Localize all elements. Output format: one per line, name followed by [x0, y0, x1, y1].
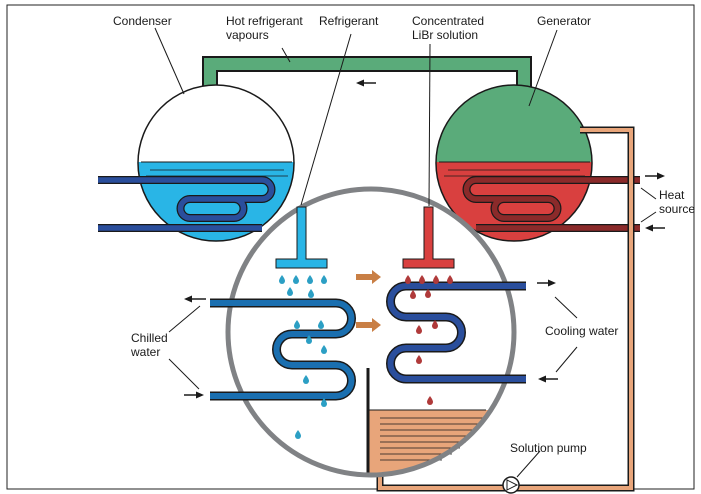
refrigerant-spray-header — [275, 206, 328, 269]
label-solution-pump: Solution pump — [510, 441, 587, 455]
label-cooling-water: Cooling water — [545, 324, 618, 338]
label-hot-refrigerant-line2: vapours — [226, 28, 269, 42]
label-concentrated-line1: Concentrated — [412, 14, 484, 28]
solution-pump — [502, 476, 520, 494]
label-heat-source-line2: source — [659, 202, 695, 216]
label-chilled-water-line2: water — [130, 345, 160, 359]
leader-lines — [154, 27, 657, 478]
diagram-frame — [6, 4, 695, 490]
vapour-pipe — [202, 56, 532, 94]
label-chilled-water-line1: Chilled — [131, 331, 168, 345]
label-condenser: Condenser — [113, 14, 172, 28]
cooling-water-arrows — [537, 279, 558, 383]
label-generator: Generator — [537, 14, 591, 28]
label-hot-refrigerant-line1: Hot refrigerant — [226, 14, 303, 28]
solution-spray-header — [402, 206, 455, 269]
vapour-flow-arrows — [356, 270, 381, 332]
heat-source-arrows — [645, 172, 665, 232]
condenser-cooling-coil — [98, 176, 276, 232]
vapour-flow-arrow — [356, 79, 376, 87]
solution-droplets — [405, 275, 453, 405]
label-refrigerant: Refrigerant — [319, 14, 379, 28]
refrigerant-droplets — [279, 275, 327, 439]
solution-pool — [368, 410, 488, 475]
heat-source-coil — [462, 176, 640, 232]
chilled-water-coil — [210, 298, 356, 401]
label-concentrated-line2: LiBr solution — [412, 28, 478, 42]
absorber-shell — [225, 186, 517, 478]
label-heat-source-line1: Heat — [659, 188, 685, 202]
chilled-water-arrows — [184, 295, 206, 399]
cooling-water-coil — [386, 281, 526, 384]
